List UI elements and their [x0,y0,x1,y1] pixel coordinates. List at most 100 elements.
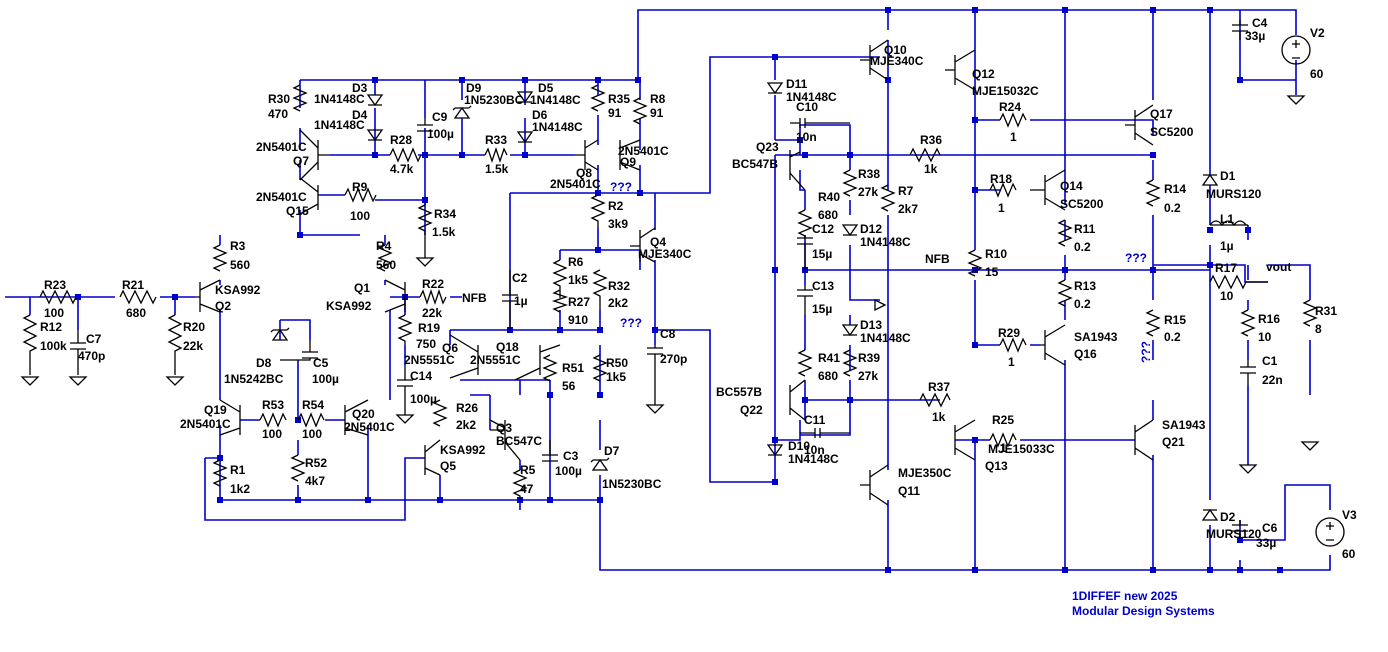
label-d5: D5 [538,81,554,95]
model-q11: MJE350C [898,466,952,480]
inductor-l1 [1209,220,1248,227]
label-r14: R14 [1164,182,1186,196]
transistor-q15 [299,177,320,215]
title-line-2: Modular Design Systems [1072,604,1215,618]
title-line-1: 1DIFFEF new 2025 [1072,589,1178,603]
resistor-r13 [1057,279,1073,307]
label-q21: Q21 [1162,435,1185,449]
annotation-unknown-1: ??? [610,180,632,194]
diodes [270,82,1219,521]
transistor-q13 [954,419,976,461]
value-r19: 750 [416,337,436,351]
value-c3: 100µ [555,464,582,478]
transistor-q18 [514,344,561,381]
transistor-q6 [449,334,479,379]
label-r4: R4 [376,239,392,253]
value-r51: 56 [562,379,576,393]
label-q17: Q17 [1150,107,1173,121]
diode-d9 [452,105,472,119]
transistor-q3 [489,419,521,461]
resistor-r8 [632,97,648,125]
net-nfb-input: NFB [462,291,487,305]
label-q1: Q1 [354,281,370,295]
label-r32: R32 [608,279,630,293]
model-d10: 1N4148C [788,452,839,466]
value-r25: 1 [1000,441,1007,455]
transistor-q19 [219,399,241,436]
value-r24: 1 [1010,130,1017,144]
model-q16: SA1943 [1074,330,1118,344]
value-r34: 1.5k [432,225,456,239]
value-c13: 15µ [812,302,832,316]
value-c9: 100µ [427,127,454,141]
resistor-r3 [212,244,228,272]
model-q2: KSA992 [215,283,261,297]
resistor-r29 [999,337,1027,353]
label-q6: Q6 [442,341,458,355]
transistors [195,39,1154,506]
label-r16: R16 [1258,312,1280,326]
resistor-r9 [344,187,377,203]
resistor-r34 [417,204,433,258]
label-q3: Q3 [496,421,512,435]
label-d13: D13 [860,318,882,332]
resistor-r20 [167,314,183,375]
model-q10: MJE340C [870,54,924,68]
model-q1: KSA992 [326,299,372,313]
model-q15: 2N5401C [256,190,307,204]
resistor-r7 [880,184,896,212]
resistor-r51 [542,354,558,382]
resistor-r52 [290,454,306,482]
resistor-r17 [1209,274,1268,290]
label-c11: C11 [804,413,826,427]
wires [5,9,1331,571]
label-q11: Q11 [898,484,920,498]
transistor-q12 [945,49,976,91]
label-r1: R1 [230,463,246,477]
net-vout: vout [1266,260,1291,274]
transistor-q1 [384,279,406,313]
resistor-r27 [551,289,569,313]
model-d11: 1N4148C [786,90,837,104]
label-q8: Q8 [576,166,592,180]
label-q20: Q20 [352,407,375,421]
label-r20: R20 [183,320,205,334]
transistor-q11 [860,464,889,506]
value-r12: 100k [40,339,67,353]
label-v3: V3 [1342,508,1357,522]
resistor-r1 [212,459,228,487]
transistor-q9 [619,139,641,171]
annotation-unknown-3: ??? [1125,251,1147,265]
label-q5: Q5 [440,459,456,473]
label-d8: D8 [256,356,272,370]
resistor-r18 [989,182,1017,198]
model-d9: 1N5230BC [464,93,524,107]
resistor-r40 [797,209,813,237]
resistor-r19 [397,314,413,345]
label-r26: R26 [456,401,478,415]
label-r38: R38 [858,167,880,181]
resistor-r53 [259,412,287,428]
value-c8: 270p [660,352,687,366]
capacitor-c1 [1240,360,1256,385]
transistor-q8 [575,139,599,171]
transistor-q17 [1125,104,1154,146]
label-q22: Q22 [740,403,763,417]
value-r22: 22k [422,306,442,320]
value-r35: 91 [608,106,622,120]
value-r16: 10 [1258,330,1272,344]
resistor-r41 [797,349,813,377]
transistor-q23 [789,150,806,191]
label-r30: R30 [268,92,290,106]
label-q13: Q13 [985,459,1008,473]
capacitor-c4 [1232,20,1248,40]
label-c14: C14 [410,369,432,383]
diode-d11 [766,82,784,95]
value-r7: 2k7 [898,202,918,216]
diode-d2 [1201,508,1219,521]
label-d7: D7 [604,444,620,458]
value-r41: 680 [818,369,838,383]
value-r28: 4.7k [390,162,414,176]
label-r36: R36 [920,133,942,147]
resistor-r33 [484,146,508,164]
